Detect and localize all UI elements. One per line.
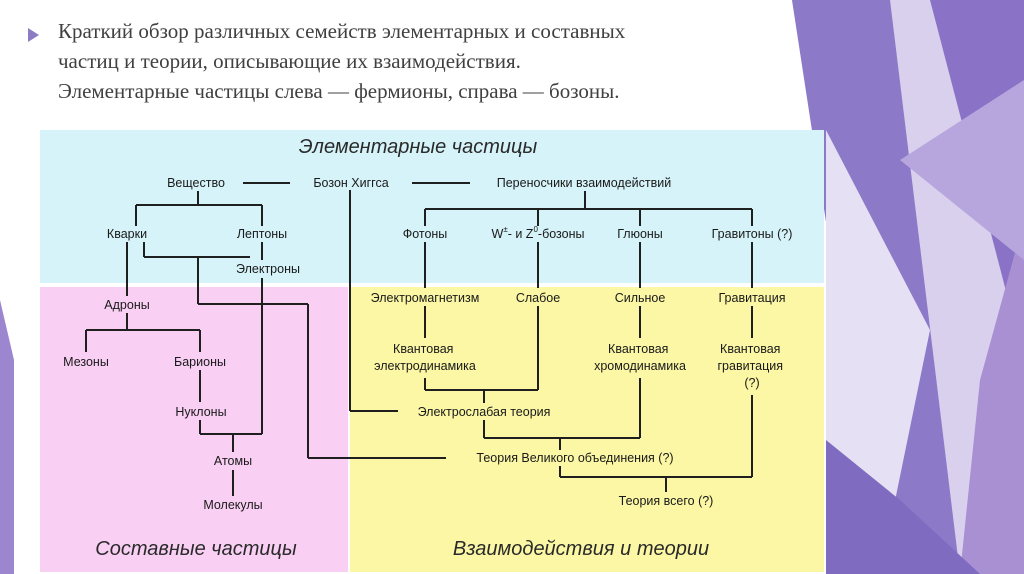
node-quarks: Кварки xyxy=(107,227,147,241)
node-hadrons: Адроны xyxy=(104,298,149,312)
node-matter: Вещество xyxy=(167,176,225,190)
interactions-title: Взаимодействия и теории xyxy=(453,538,709,560)
deco-shape-4 xyxy=(960,220,1024,574)
slide-heading: Краткий обзор различных семейств элемент… xyxy=(58,16,778,106)
node-toe: Теория всего (?) xyxy=(619,494,714,508)
node-baryons: Барионы xyxy=(174,355,226,369)
node-qed: Квантовая электродинамика xyxy=(374,342,476,373)
composite-title: Составные частицы xyxy=(95,538,297,560)
heading-line-2: частиц и теории, описывающие их взаимоде… xyxy=(58,49,521,73)
interactions-region xyxy=(350,287,824,572)
node-qcd: Квантовая хромодинамика xyxy=(594,342,686,373)
node-electromagnetism: Электромагнетизм xyxy=(371,291,480,305)
heading-line-3: Элементарные частицы слева — фермионы, с… xyxy=(58,79,620,103)
node-gravitons: Гравитоны (?) xyxy=(712,227,793,241)
node-carriers: Переносчики взаимодействий xyxy=(497,176,671,190)
heading-line-1: Краткий обзор различных семейств элемент… xyxy=(58,19,626,43)
deco-shape-7 xyxy=(900,80,1024,260)
node-wz-bosons: W±- и Z0-бозоны xyxy=(492,225,585,241)
node-atoms: Атомы xyxy=(214,454,252,468)
node-photons: Фотоны xyxy=(403,227,448,241)
node-strong: Сильное xyxy=(615,291,666,305)
node-electroweak: Электрослабая теория xyxy=(418,405,551,419)
node-gravity: Гравитация xyxy=(718,291,785,305)
composite-region xyxy=(40,287,348,572)
elementary-title: Элементарные частицы xyxy=(299,136,538,158)
node-leptons: Лептоны xyxy=(237,227,287,241)
node-quantum-gravity: Квантовая гравитация (?) xyxy=(717,342,786,390)
node-weak: Слабое xyxy=(516,291,560,305)
node-gluons: Глюоны xyxy=(617,227,663,241)
node-molecules: Молекулы xyxy=(203,498,262,512)
deco-left-strip xyxy=(0,300,14,574)
node-mesons: Мезоны xyxy=(63,355,109,369)
connector-lines xyxy=(85,182,753,496)
node-higgs: Бозон Хиггса xyxy=(313,176,388,190)
node-electrons: Электроны xyxy=(236,262,300,276)
node-nucleons: Нуклоны xyxy=(175,405,226,419)
deco-shape-6 xyxy=(826,440,980,574)
bullet-arrow-icon xyxy=(28,28,39,42)
node-gut: Теория Великого объединения (?) xyxy=(476,451,673,465)
